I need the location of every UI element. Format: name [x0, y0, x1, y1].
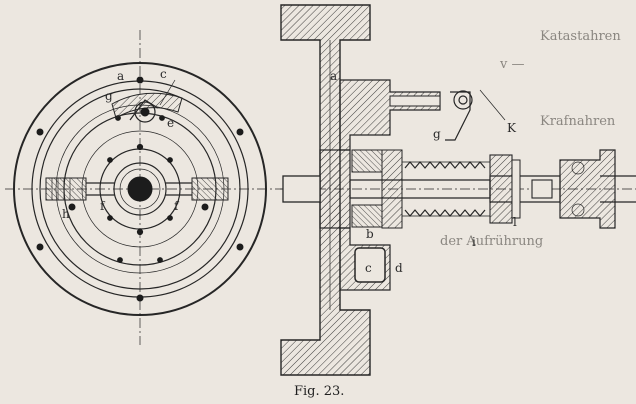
figure-caption: Fig. 23.	[294, 384, 344, 399]
margin-text: Katastahren v — Krafnahren der Aufrührun…	[440, 29, 621, 249]
margin-text-2: v —	[499, 57, 524, 72]
inner-bolts	[107, 115, 173, 263]
label-h-front: h	[62, 207, 70, 221]
label-e-front: e	[167, 116, 174, 130]
label-f-left: f	[100, 199, 106, 213]
label-b-section: b	[366, 227, 374, 241]
left-cylinder	[45, 177, 115, 211]
label-g-section: g	[433, 127, 441, 141]
right-cylinder	[165, 177, 229, 211]
label-a-front: a	[117, 69, 124, 83]
front-view: a c g e h f f	[5, 30, 285, 345]
margin-text-4: der Aufrührung	[440, 234, 543, 249]
margin-text-1: Katastahren	[540, 29, 621, 44]
label-f-right: f	[174, 199, 180, 213]
label-a-section: a	[330, 69, 337, 83]
label-c-section: c	[365, 261, 372, 275]
section-view: a g K b c d i l	[280, 4, 636, 376]
label-d-section: d	[395, 261, 403, 275]
hub-bore	[127, 176, 153, 202]
margin-text-3: Krafnahren	[540, 114, 616, 129]
label-c-front: c	[160, 67, 167, 81]
label-i-section: i	[472, 235, 476, 249]
label-g-front: g	[105, 89, 113, 103]
label-l-section: l	[513, 215, 517, 229]
outer-rim	[13, 62, 267, 316]
outer-bolts	[36, 76, 244, 302]
label-k-section: K	[507, 121, 517, 135]
